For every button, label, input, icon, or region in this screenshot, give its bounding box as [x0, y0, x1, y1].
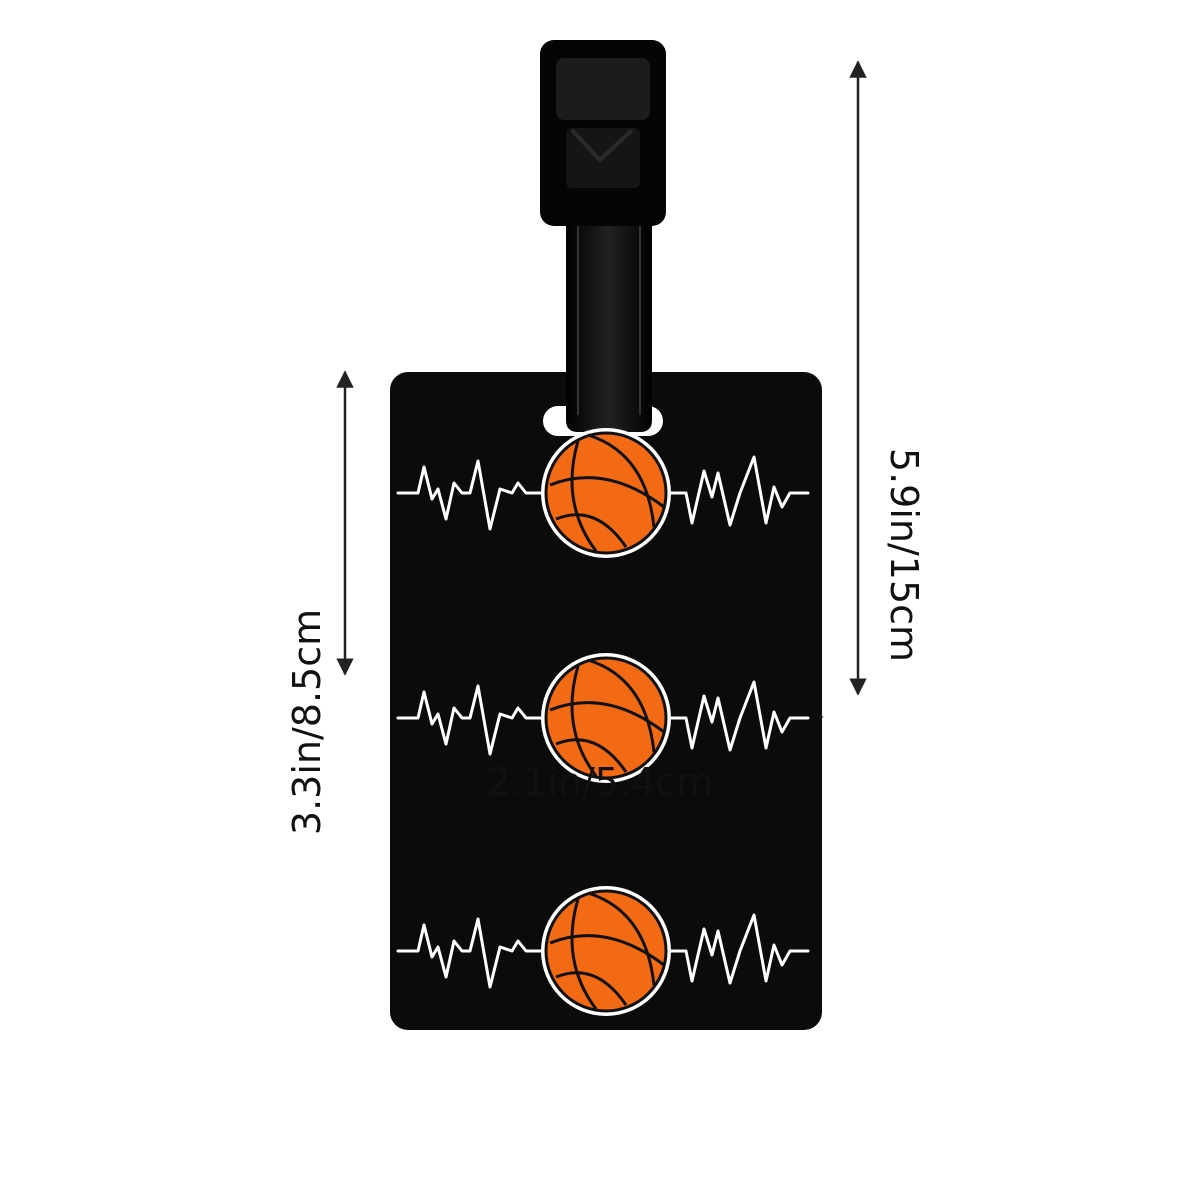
tag-strap	[540, 40, 666, 432]
basketball-icon	[541, 886, 671, 1016]
width-label: 2.1in/5.4cm	[486, 760, 714, 804]
heartbeat-line-icon	[396, 684, 550, 756]
heartbeat-rows	[396, 428, 810, 1016]
heartbeat-line-icon	[664, 455, 810, 527]
tag-height-label: 3.3in/8.5cm	[285, 608, 329, 836]
heartbeat-line-icon	[396, 917, 550, 989]
heartbeat-line-icon	[664, 680, 810, 752]
heartbeat-line-icon	[664, 913, 810, 985]
heartbeat-row	[396, 653, 810, 783]
heartbeat-line-icon	[396, 459, 550, 531]
basketball-icon	[541, 428, 671, 558]
heartbeat-row	[396, 428, 810, 558]
heartbeat-row	[396, 886, 810, 1016]
basketball-icon	[541, 653, 671, 783]
total-height-label: 5.9in/15cm	[882, 447, 926, 663]
